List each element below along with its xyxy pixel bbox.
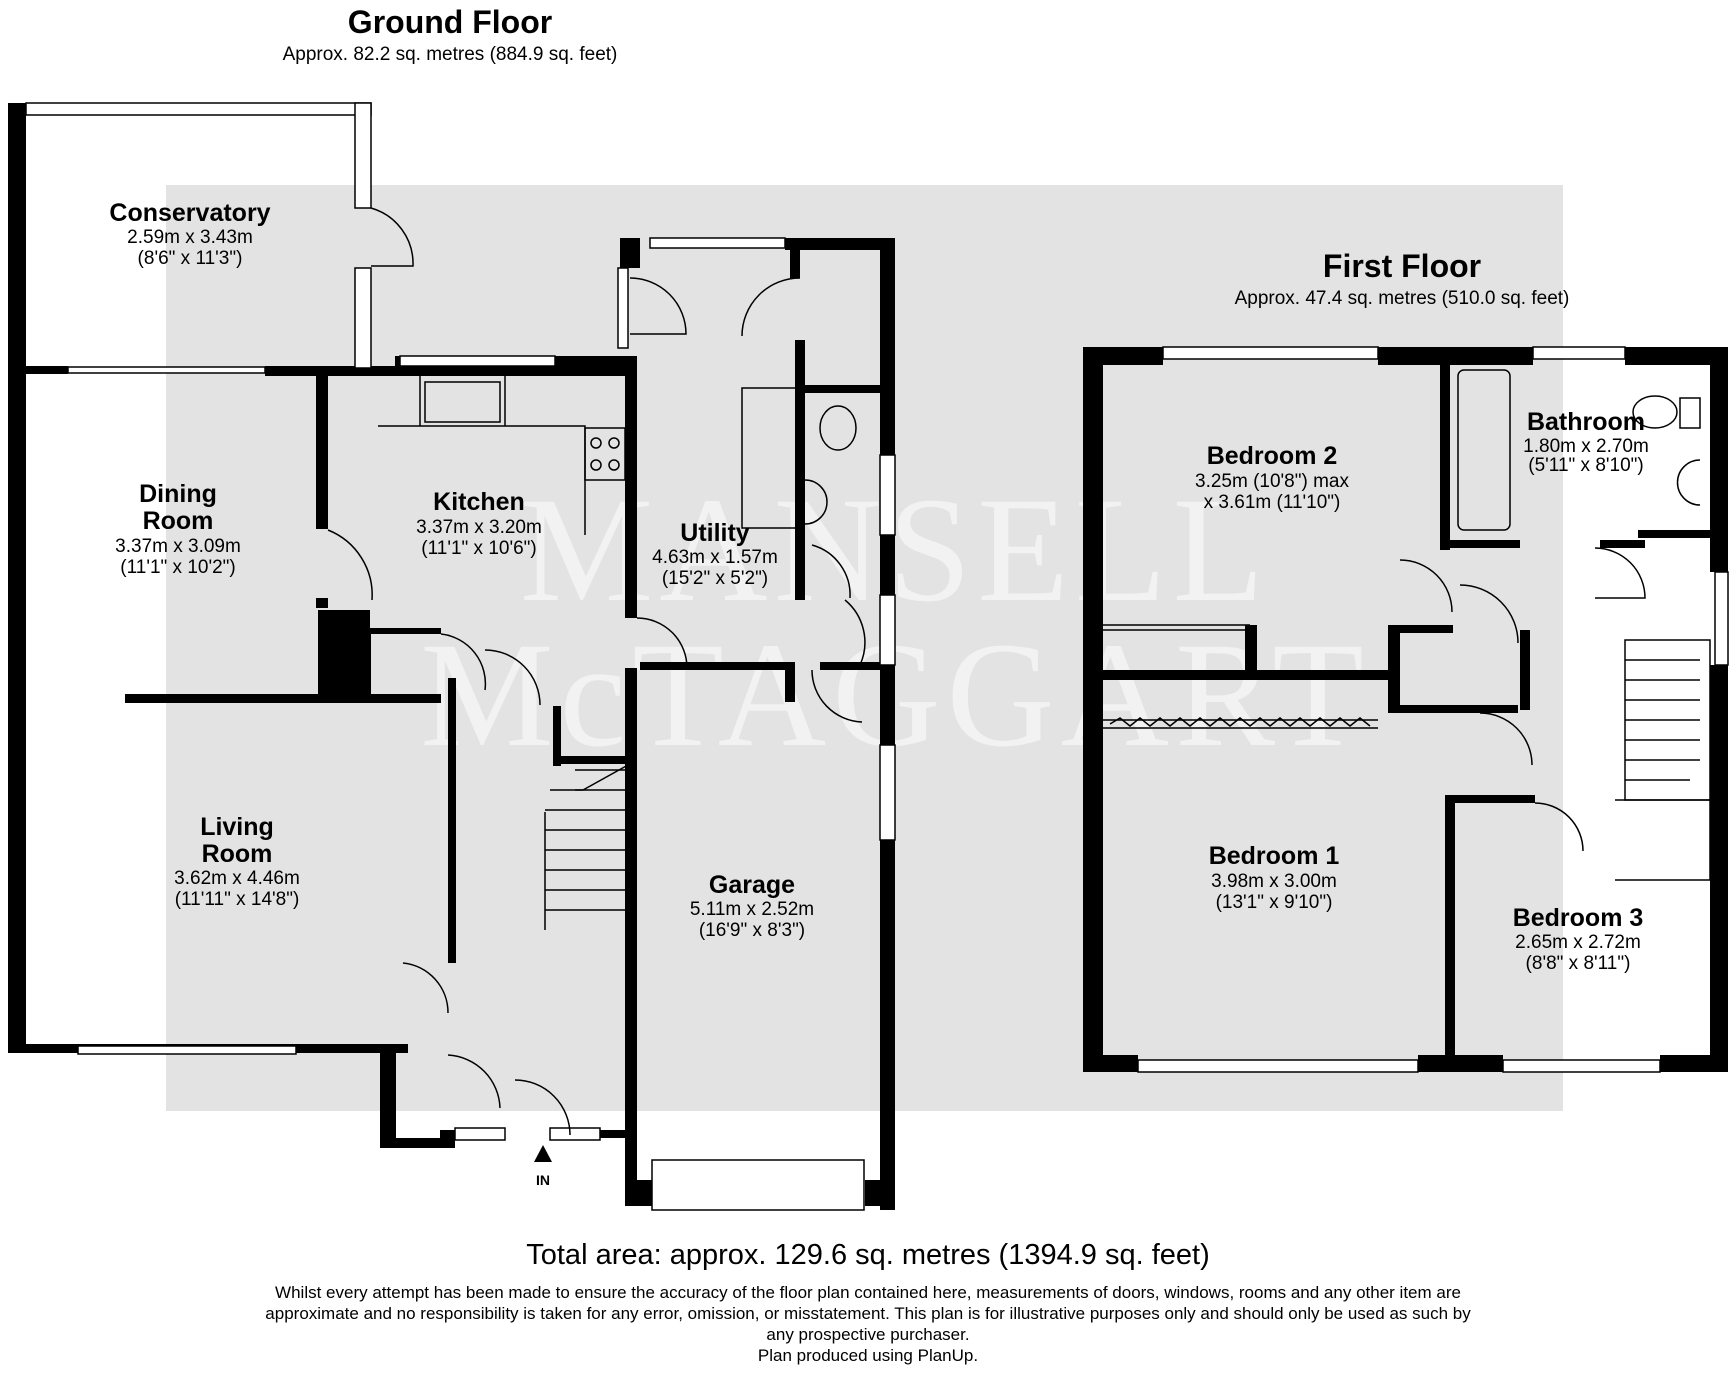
svg-text:Room: Room: [202, 840, 273, 868]
first-floor-area: Approx. 47.4 sq. metres (510.0 sq. feet): [1235, 288, 1570, 309]
svg-text:(11'11" x 14'8"): (11'11" x 14'8"): [175, 889, 300, 910]
svg-text:3.62m x 4.46m: 3.62m x 4.46m: [174, 868, 300, 889]
disclaimer-line-3: any prospective purchaser.: [766, 1325, 969, 1344]
svg-text:Bathroom: Bathroom: [1527, 408, 1645, 436]
svg-text:Bedroom 2: Bedroom 2: [1207, 442, 1338, 470]
total-area: Total area: approx. 129.6 sq. metres (13…: [526, 1239, 1210, 1271]
room-bathroom: Bathroom 1.80m x 2.70m (5'11" x 8'10"): [1523, 408, 1649, 476]
svg-text:Conservatory: Conservatory: [109, 199, 270, 227]
entrance-label: IN: [536, 1172, 550, 1188]
entrance-marker: IN: [534, 1145, 552, 1188]
svg-text:(11'1" x 10'6"): (11'1" x 10'6"): [421, 538, 536, 559]
footer: Total area: approx. 129.6 sq. metres (13…: [265, 1239, 1471, 1365]
svg-text:3.37m x 3.09m: 3.37m x 3.09m: [115, 536, 241, 557]
svg-text:(11'1" x 10'2"): (11'1" x 10'2"): [120, 557, 235, 578]
svg-text:Living: Living: [200, 813, 274, 841]
svg-text:Kitchen: Kitchen: [433, 488, 525, 516]
svg-text:(13'1" x 9'10"): (13'1" x 9'10"): [1216, 892, 1333, 913]
room-living: Living Room 3.62m x 4.46m (11'11" x 14'8…: [174, 813, 300, 910]
room-dining: Dining Room 3.37m x 3.09m (11'1" x 10'2"…: [115, 480, 241, 578]
plan-producer: Plan produced using PlanUp.: [758, 1346, 978, 1365]
room-garage: Garage 5.11m x 2.52m (16'9" x 8'3"): [690, 871, 814, 941]
ground-floor-fixtures: [327, 207, 866, 1136]
room-bedroom-2: Bedroom 2 3.25m (10'8") max x 3.61m (11'…: [1195, 442, 1349, 513]
svg-text:Garage: Garage: [709, 871, 795, 899]
ground-floor-title: Ground Floor: [348, 4, 552, 40]
first-floor-windows: [1137, 346, 1729, 1073]
disclaimer-line-2: approximate and no responsibility is tak…: [265, 1304, 1471, 1323]
svg-text:(15'2" x 5'2"): (15'2" x 5'2"): [662, 568, 768, 589]
svg-text:3.25m (10'8") max: 3.25m (10'8") max: [1195, 471, 1349, 492]
svg-text:Bedroom 3: Bedroom 3: [1513, 904, 1644, 932]
disclaimer-line-1: Whilst every attempt has been made to en…: [275, 1283, 1461, 1302]
first-floor-header: First Floor Approx. 47.4 sq. metres (510…: [1235, 248, 1570, 309]
svg-text:(5'11" x 8'10"): (5'11" x 8'10"): [1528, 455, 1643, 476]
svg-text:2.65m x 2.72m: 2.65m x 2.72m: [1515, 932, 1641, 953]
svg-text:Utility: Utility: [680, 519, 750, 547]
svg-text:5.11m x 2.52m: 5.11m x 2.52m: [690, 899, 814, 920]
room-kitchen: Kitchen 3.37m x 3.20m (11'1" x 10'6"): [416, 488, 542, 559]
svg-text:(16'9" x 8'3"): (16'9" x 8'3"): [699, 920, 805, 941]
svg-text:Room: Room: [143, 507, 214, 535]
svg-text:2.59m x 3.43m: 2.59m x 3.43m: [127, 227, 253, 248]
ground-floor-windows: [25, 102, 896, 1211]
svg-text:Bedroom 1: Bedroom 1: [1209, 842, 1340, 870]
first-floor-fixtures: [1103, 369, 1711, 881]
ground-floor-area: Approx. 82.2 sq. metres (884.9 sq. feet): [283, 44, 618, 65]
svg-text:4.63m x 1.57m: 4.63m x 1.57m: [652, 547, 778, 568]
svg-text:x 3.61m (11'10"): x 3.61m (11'10"): [1204, 492, 1341, 513]
room-bedroom-3: Bedroom 3 2.65m x 2.72m (8'8" x 8'11"): [1513, 904, 1644, 974]
svg-text:(8'8" x 8'11"): (8'8" x 8'11"): [1526, 953, 1631, 974]
svg-text:1.80m x 2.70m: 1.80m x 2.70m: [1523, 436, 1649, 457]
svg-text:3.37m x 3.20m: 3.37m x 3.20m: [416, 517, 542, 538]
ground-floor-header: Ground Floor Approx. 82.2 sq. metres (88…: [283, 4, 618, 65]
room-conservatory: Conservatory 2.59m x 3.43m (8'6" x 11'3"…: [109, 199, 270, 269]
room-bedroom-1: Bedroom 1 3.98m x 3.00m (13'1" x 9'10"): [1209, 842, 1340, 913]
room-utility: Utility 4.63m x 1.57m (15'2" x 5'2"): [652, 519, 778, 589]
first-floor-walls: [1083, 347, 1728, 1072]
svg-text:Dining: Dining: [139, 480, 217, 508]
svg-text:(8'6" x 11'3"): (8'6" x 11'3"): [138, 248, 243, 269]
first-floor-title: First Floor: [1323, 248, 1481, 284]
svg-text:3.98m x 3.00m: 3.98m x 3.00m: [1211, 871, 1337, 892]
